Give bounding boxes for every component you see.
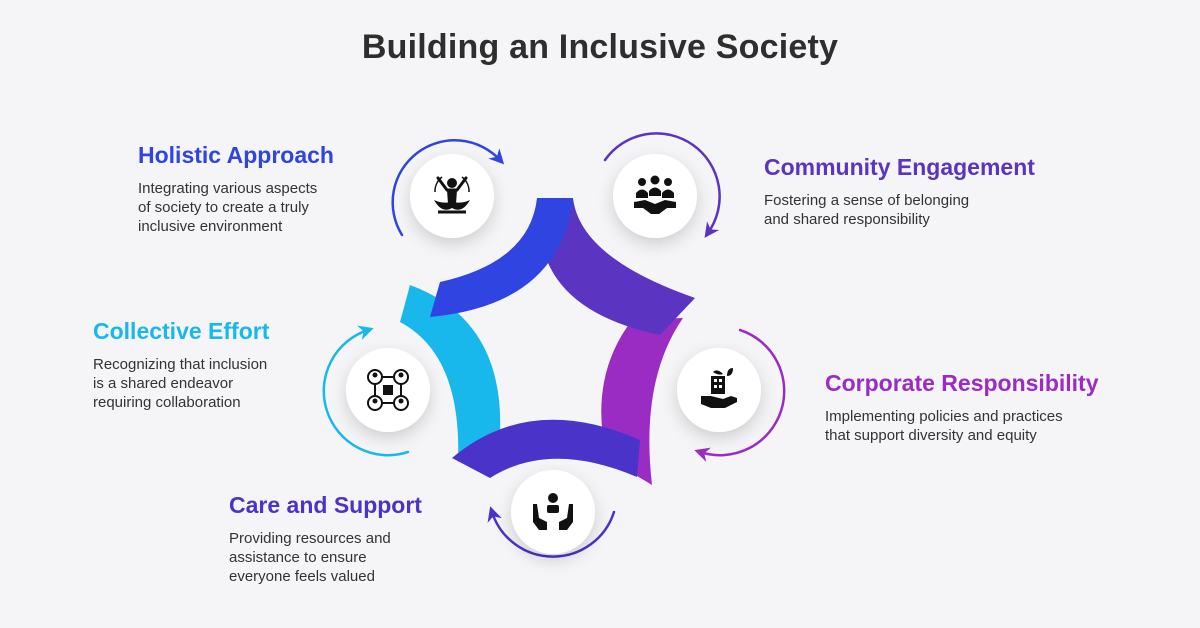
collective-effort-description: Recognizing that inclusion is a shared e… xyxy=(93,355,269,412)
page-title: Building an Inclusive Society xyxy=(361,28,839,66)
holistic-approach-description: Integrating various aspects of society t… xyxy=(138,179,334,236)
desc-line: Fostering a sense of belonging xyxy=(764,192,970,209)
ribbon-segments xyxy=(400,198,695,485)
holistic-approach-block: Holistic Approach Integrating various as… xyxy=(138,142,334,236)
arrow-corporate xyxy=(694,328,786,462)
hand-building-icon xyxy=(701,368,737,408)
desc-line: Providing resources and xyxy=(229,530,391,547)
community-engagement-description: Fostering a sense of belonging and share… xyxy=(764,191,1035,229)
collective-effort-title: Collective Effort xyxy=(93,318,270,344)
desc-line: Recognizing that inclusion xyxy=(93,356,268,373)
cycle-arrows xyxy=(322,132,786,558)
desc-line: and shared responsibility xyxy=(764,211,930,228)
desc-line: that support diversity and equity xyxy=(825,427,1037,444)
desc-line: inclusive environment xyxy=(138,218,283,235)
desc-line: assistance to ensure xyxy=(229,549,367,566)
arrow-holistic xyxy=(391,139,505,237)
arrow-community xyxy=(603,132,721,238)
desc-line: requiring collaboration xyxy=(93,394,241,411)
desc-line: of society to create a truly xyxy=(138,199,309,216)
arrow-collective xyxy=(322,325,410,457)
hands-support-person-icon xyxy=(533,493,573,530)
collective-effort-block: Collective Effort Recognizing that inclu… xyxy=(93,318,269,412)
corporate-responsibility-block: Corporate Responsibility Implementing po… xyxy=(825,370,1098,445)
community-engagement-block: Community Engagement Fostering a sense o… xyxy=(764,154,1035,229)
ribbon-segment-blue xyxy=(430,198,573,317)
arrow-care xyxy=(487,506,616,558)
meditation-person-icon xyxy=(434,176,470,214)
desc-line: Implementing policies and practices xyxy=(825,408,1063,425)
ribbon-segment-cyan xyxy=(400,285,501,462)
desc-line: everyone feels valued xyxy=(229,568,375,585)
handshake-group-icon xyxy=(634,175,676,214)
holistic-approach-title: Holistic Approach xyxy=(138,142,334,168)
ribbon-segment-indigo xyxy=(452,419,640,478)
care-and-support-description: Providing resources and assistance to en… xyxy=(229,529,422,586)
desc-line: is a shared endeavor xyxy=(93,375,234,392)
corporate-responsibility-description: Implementing policies and practices that… xyxy=(825,407,1098,445)
care-and-support-title: Care and Support xyxy=(229,492,422,518)
corporate-responsibility-title: Corporate Responsibility xyxy=(825,370,1099,396)
ribbon-segment-purple xyxy=(545,198,695,335)
desc-line: Integrating various aspects xyxy=(138,180,318,197)
connected-people-icon xyxy=(367,369,409,411)
care-and-support-block: Care and Support Providing resources and… xyxy=(229,492,422,586)
community-engagement-title: Community Engagement xyxy=(764,154,1035,180)
